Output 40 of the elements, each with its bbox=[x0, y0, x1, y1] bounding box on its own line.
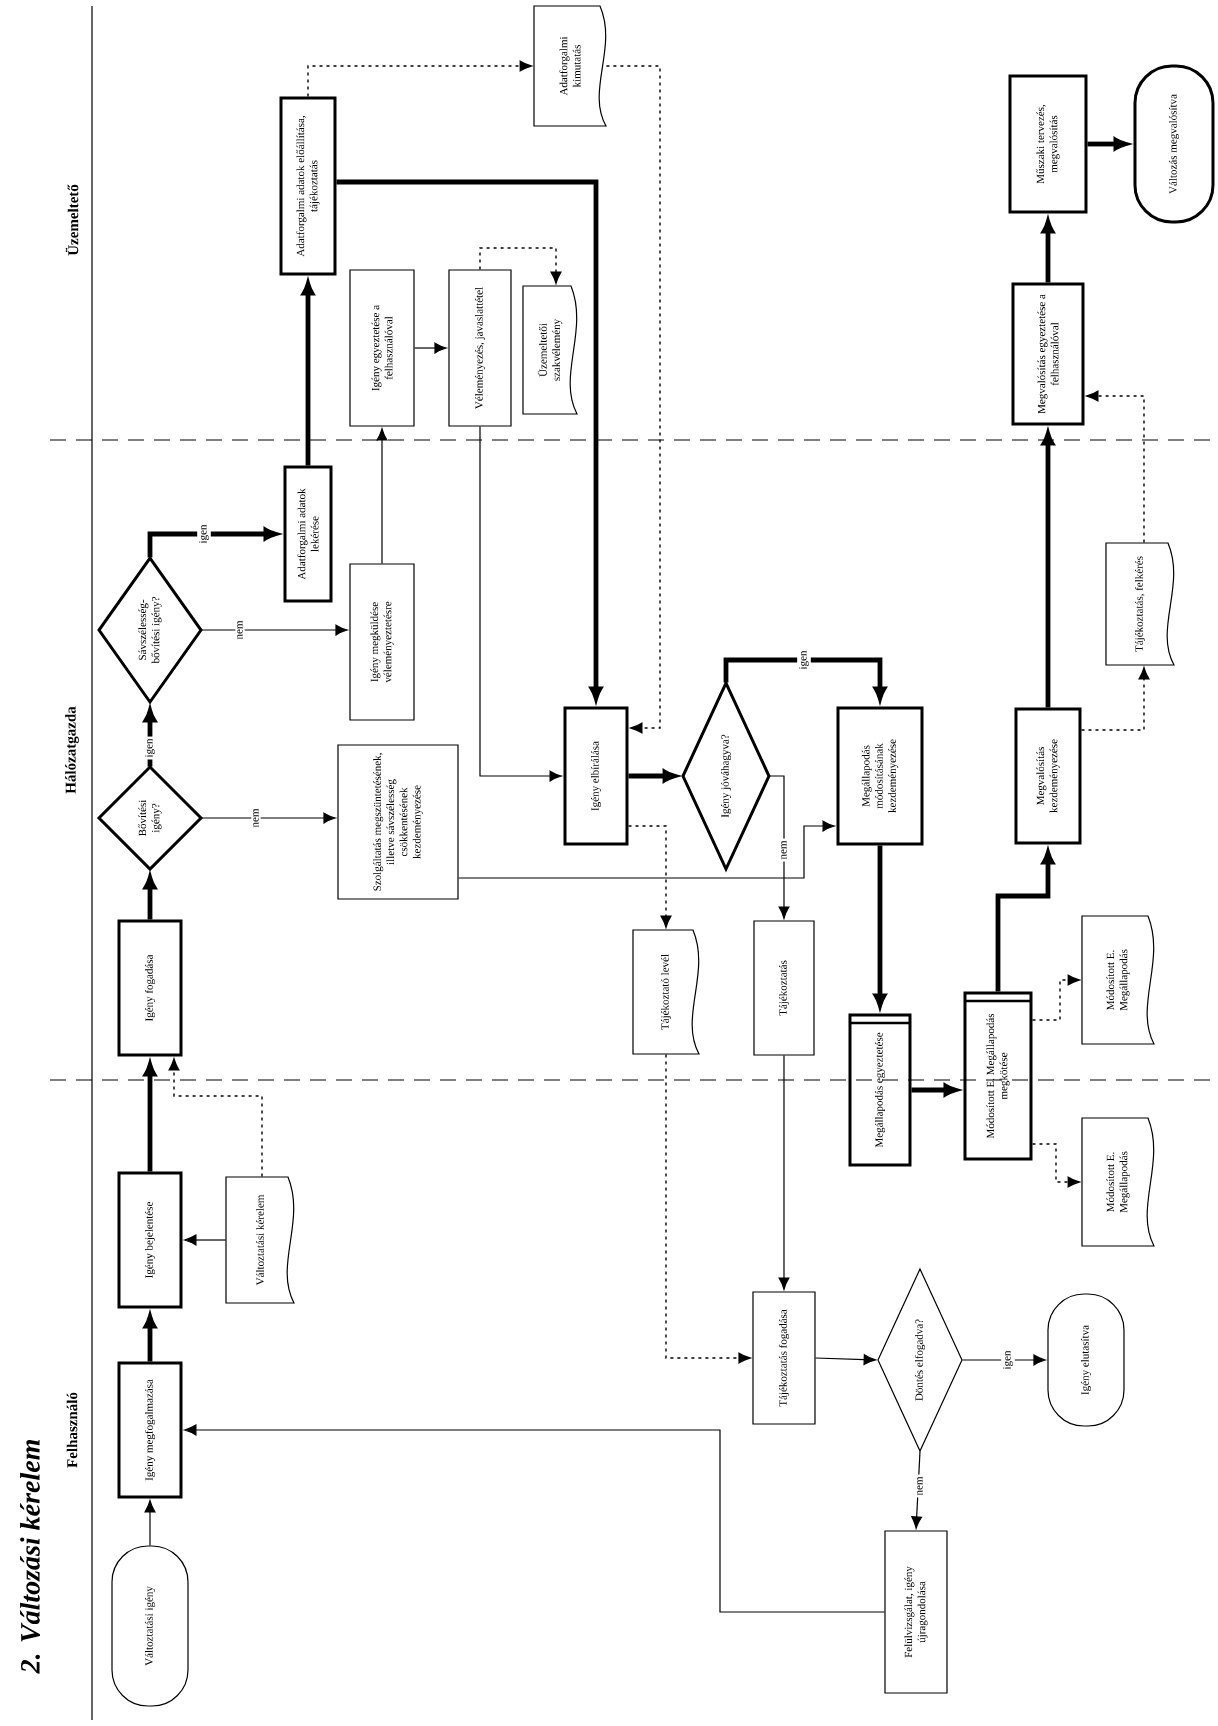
arrow bbox=[143, 1062, 157, 1172]
arrow bbox=[1041, 431, 1055, 708]
arrow bbox=[995, 850, 1055, 992]
arrow bbox=[1031, 1143, 1080, 1188]
arrow bbox=[911, 1083, 958, 1097]
arrow bbox=[628, 769, 677, 783]
arrow bbox=[815, 1354, 876, 1366]
arrow bbox=[143, 875, 157, 920]
arrow bbox=[336, 179, 603, 701]
arrow bbox=[200, 812, 336, 824]
arrow bbox=[627, 825, 672, 928]
arrow bbox=[1041, 219, 1055, 283]
arrow bbox=[479, 426, 562, 782]
arrow bbox=[307, 60, 532, 98]
arrow bbox=[301, 281, 315, 466]
arrow bbox=[665, 1053, 751, 1364]
arrow bbox=[376, 428, 388, 564]
arrow bbox=[961, 1354, 1046, 1366]
arrow bbox=[168, 1058, 263, 1178]
arrow bbox=[1080, 667, 1150, 731]
arrow bbox=[1087, 137, 1128, 151]
arrow bbox=[184, 1424, 885, 1613]
title: 2. Változási kérelem bbox=[20, 1439, 40, 1674]
arrow bbox=[200, 624, 348, 636]
arrow bbox=[911, 1450, 923, 1529]
arrow bbox=[458, 820, 835, 879]
arrow bbox=[873, 845, 887, 1008]
arrow bbox=[1086, 390, 1145, 544]
arrow bbox=[778, 1055, 790, 1290]
arrow bbox=[143, 708, 157, 767]
arrow bbox=[147, 527, 278, 558]
arrow bbox=[414, 342, 447, 354]
arrow bbox=[143, 1314, 157, 1362]
arrow bbox=[723, 657, 887, 701]
arrow bbox=[1031, 974, 1080, 1021]
arrow bbox=[768, 775, 790, 919]
arrow bbox=[479, 247, 562, 284]
arrow bbox=[184, 1234, 227, 1246]
arrow bbox=[144, 1500, 156, 1546]
arrow bbox=[605, 65, 661, 734]
